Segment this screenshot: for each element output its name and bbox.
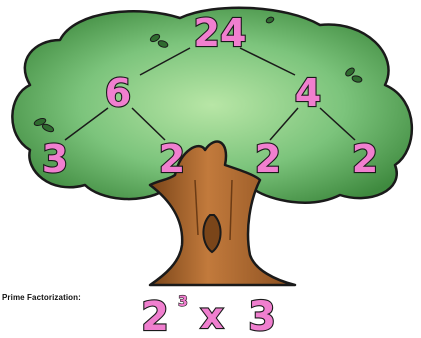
result-factor: 3 bbox=[248, 294, 276, 338]
branch-line bbox=[239, 47, 296, 76]
result-exponent: 3 bbox=[178, 294, 188, 310]
root-number: 24 bbox=[194, 11, 247, 55]
branch-line bbox=[269, 107, 299, 141]
result-base: 2 bbox=[141, 294, 169, 338]
prime-leaf: 2 bbox=[352, 137, 378, 181]
factor-node: 6 bbox=[105, 71, 131, 115]
caption-label: Prime Factorization: bbox=[2, 293, 81, 302]
result-operator: x bbox=[200, 296, 223, 337]
factor-node: 4 bbox=[295, 71, 321, 115]
leaf-icon bbox=[33, 16, 363, 133]
prime-factorization-result: 2 3 x 3 bbox=[140, 293, 277, 338]
tree-trunk bbox=[148, 140, 297, 287]
prime-leaf: 2 bbox=[159, 137, 185, 181]
prime-leaf: 3 bbox=[42, 137, 68, 181]
tree-canopy bbox=[11, 6, 414, 204]
tree-branch-lines bbox=[64, 47, 356, 141]
prime-leaf: 2 bbox=[255, 137, 281, 181]
branch-line bbox=[64, 107, 109, 141]
branch-line bbox=[131, 107, 166, 141]
branch-line bbox=[139, 47, 191, 76]
branch-line bbox=[319, 107, 356, 141]
